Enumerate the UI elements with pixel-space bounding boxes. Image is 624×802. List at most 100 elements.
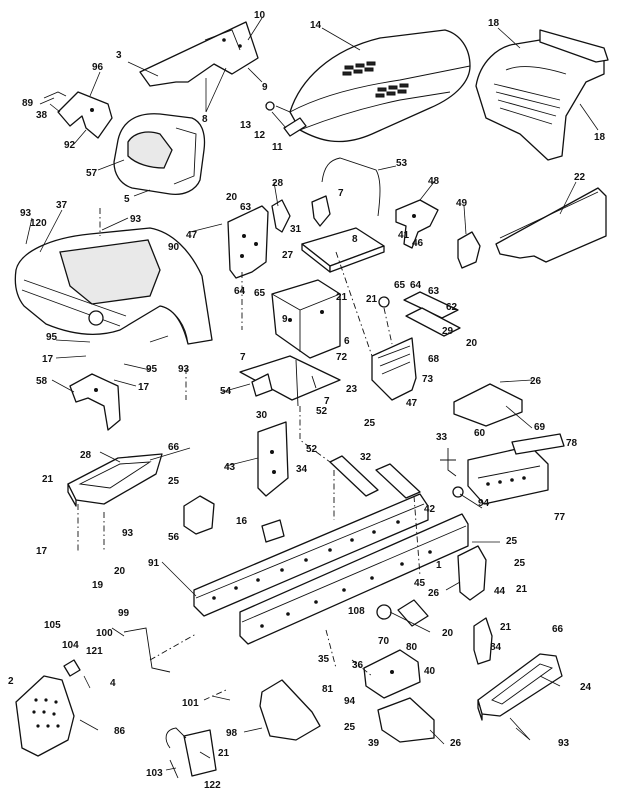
- callout-46: 46: [412, 238, 424, 249]
- callout-78: 78: [566, 438, 578, 449]
- callout-53: 53: [396, 158, 408, 169]
- callout-65-b: 65: [394, 280, 406, 291]
- callout-12: 12: [254, 130, 266, 141]
- part-front-cover-37: [14, 227, 213, 345]
- part-clip-89: [39, 91, 67, 105]
- part-footrest-28: [67, 453, 163, 507]
- callout-93-a: 93: [20, 208, 32, 219]
- callout-14: 14: [310, 20, 322, 31]
- callout-41: 41: [398, 230, 410, 241]
- part-bracket-104: [63, 659, 81, 677]
- part-plate-62: [378, 291, 461, 337]
- callout-93-e: 93: [558, 738, 570, 749]
- part-bracket-23: [371, 337, 417, 401]
- callout-9: 9: [262, 82, 268, 93]
- part-plate-69: [453, 383, 523, 427]
- callout-94-a: 94: [478, 498, 490, 509]
- callout-26-b: 26: [428, 588, 440, 599]
- callout-52-b: 52: [306, 444, 318, 455]
- callout-18-right: 18: [594, 132, 606, 143]
- callout-labels: 10 3 9 8 14 18 18 96 89 38 92 57 5 13 12…: [8, 10, 606, 791]
- callout-105: 105: [44, 620, 61, 631]
- callout-100: 100: [96, 628, 113, 639]
- part-bracket-49: [457, 231, 481, 269]
- callout-21-d: 21: [516, 584, 528, 595]
- callout-25-c: 25: [506, 536, 518, 547]
- callout-66-a: 66: [168, 442, 180, 453]
- callout-39: 39: [368, 738, 380, 749]
- part-stud-33: [440, 448, 464, 498]
- callout-31: 31: [290, 224, 302, 235]
- callout-28-b: 28: [80, 450, 92, 461]
- callout-96: 96: [92, 62, 104, 73]
- callout-93-c: 93: [178, 364, 190, 375]
- callout-84: 84: [490, 642, 502, 653]
- callout-21-a: 21: [336, 292, 348, 303]
- part-side-panel-3: [139, 21, 259, 87]
- callout-19: 19: [92, 580, 104, 591]
- callout-25-b: 25: [168, 476, 180, 487]
- part-plate-43: [257, 421, 289, 497]
- callout-92: 92: [64, 140, 76, 151]
- part-dash-5: [113, 113, 206, 196]
- callout-60: 60: [474, 428, 486, 439]
- callout-72: 72: [336, 352, 348, 363]
- callout-93-b: 93: [130, 214, 142, 225]
- callout-73: 73: [422, 374, 434, 385]
- callout-23: 23: [346, 384, 358, 395]
- callout-20-b: 20: [466, 338, 478, 349]
- callout-9-b: 9: [282, 314, 288, 325]
- callout-99: 99: [118, 608, 130, 619]
- part-plate-27: [227, 199, 291, 279]
- part-bracket-39: [377, 697, 435, 743]
- callout-13: 13: [240, 120, 252, 131]
- callout-7-a: 7: [338, 188, 344, 199]
- callout-20-c: 20: [114, 566, 126, 577]
- part-plate-30: [239, 355, 341, 407]
- part-bracket-44: [457, 545, 487, 601]
- callout-26-c: 26: [450, 738, 462, 749]
- part-bracket-84: [473, 617, 493, 665]
- part-plate-60: [467, 433, 565, 505]
- callout-86: 86: [114, 726, 126, 737]
- callout-49: 49: [456, 198, 468, 209]
- callout-101: 101: [182, 698, 199, 709]
- callout-8: 8: [202, 114, 208, 125]
- part-rod-99: [123, 627, 171, 673]
- part-frame-91: [193, 493, 429, 617]
- callout-93-d: 93: [122, 528, 134, 539]
- callout-68: 68: [428, 354, 440, 365]
- callout-3: 3: [116, 50, 122, 61]
- callout-28-a: 28: [272, 178, 284, 189]
- callout-44: 44: [494, 586, 506, 597]
- callout-62: 62: [446, 302, 458, 313]
- callout-10: 10: [254, 10, 266, 21]
- callout-80: 80: [406, 642, 418, 653]
- callout-66-b: 66: [552, 624, 564, 635]
- callout-7-b: 7: [240, 352, 246, 363]
- callout-38: 38: [36, 110, 48, 121]
- part-frame-1: [239, 513, 469, 645]
- callout-90: 90: [168, 242, 180, 253]
- callout-5: 5: [124, 194, 130, 205]
- callout-57: 57: [86, 168, 98, 179]
- callout-35: 35: [318, 654, 330, 665]
- callout-69: 69: [534, 422, 546, 433]
- part-hinge-11: [265, 101, 307, 137]
- callout-77: 77: [554, 512, 566, 523]
- callout-21-c: 21: [42, 474, 54, 485]
- callout-26-a: 26: [530, 376, 542, 387]
- part-rod-53: [321, 157, 381, 217]
- callout-81: 81: [322, 684, 334, 695]
- callout-40: 40: [424, 666, 436, 677]
- callout-64-a: 64: [234, 286, 246, 297]
- callout-64-b: 64: [410, 280, 422, 291]
- part-bracket-56: [183, 495, 215, 535]
- callout-24: 24: [580, 682, 592, 693]
- callout-33: 33: [436, 432, 448, 443]
- part-bracket-98: [259, 679, 321, 741]
- callout-17-c: 17: [36, 546, 48, 557]
- part-plate-2: [15, 675, 75, 757]
- callout-22: 22: [574, 172, 586, 183]
- callout-25-a: 25: [364, 418, 376, 429]
